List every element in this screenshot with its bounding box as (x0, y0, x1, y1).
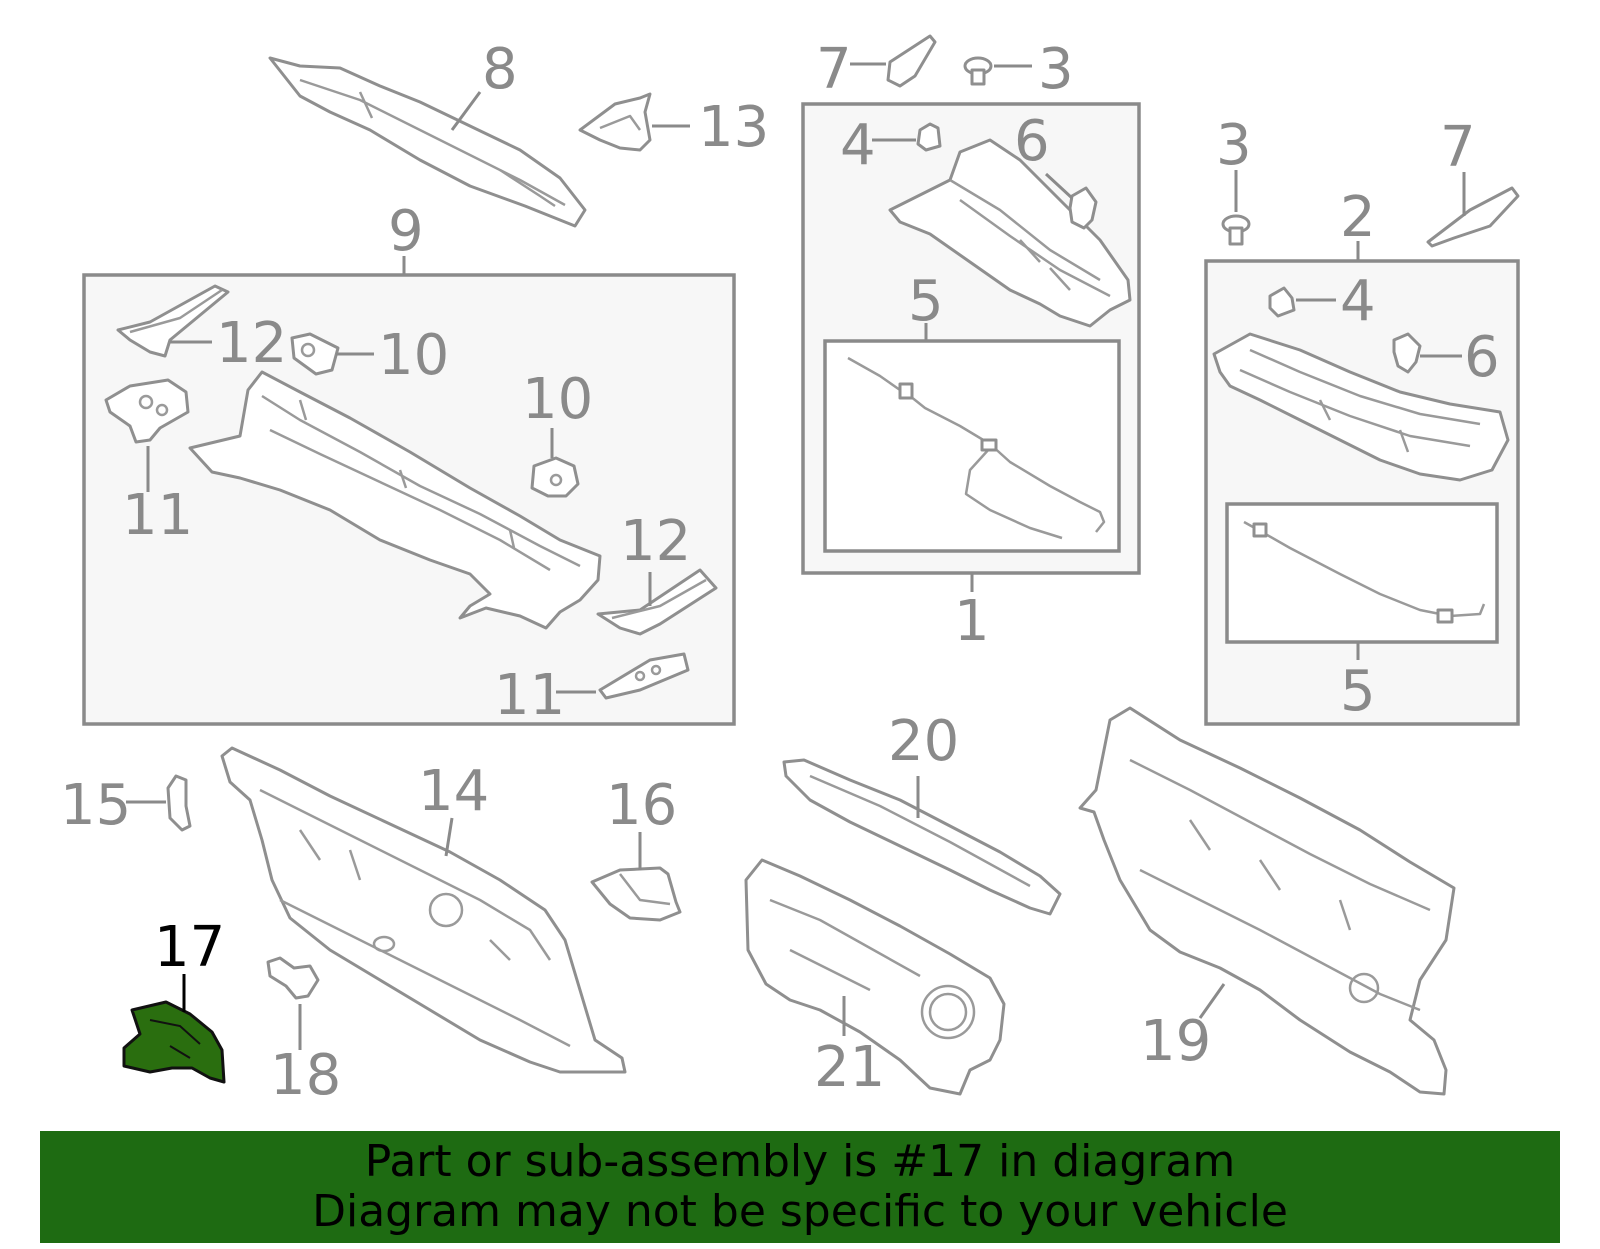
part-10-upper (290, 332, 340, 376)
part-11-lower (598, 652, 690, 700)
callout-13: 13 (698, 95, 769, 160)
callout-8: 8 (482, 37, 518, 102)
part-14 (220, 746, 627, 1074)
banner-line-1: Part or sub-assembly is #17 in diagram (364, 1136, 1236, 1187)
callout-2: 2 (1340, 185, 1376, 250)
part-11-upper (104, 378, 190, 444)
callout-10-lower: 10 (522, 367, 593, 432)
callout-6-box1: 6 (1014, 109, 1050, 174)
callout-4-box1: 4 (840, 113, 876, 178)
part-info-banner: Part or sub-assembly is #17 in diagram D… (40, 1131, 1560, 1243)
part-17[interactable] (122, 1000, 226, 1084)
part-21 (744, 858, 1006, 1096)
callout-18: 18 (270, 1043, 341, 1108)
callout-15: 15 (60, 773, 131, 838)
part-6-box1 (1068, 186, 1098, 230)
callout-12-lower: 12 (620, 509, 691, 574)
part-12-upper (116, 284, 230, 358)
part-16 (590, 866, 682, 922)
part-4-box1 (916, 122, 942, 152)
leader-19 (1198, 983, 1226, 1019)
callout-16: 16 (606, 773, 677, 838)
leader-14 (444, 817, 454, 857)
callout-17[interactable]: 17 (154, 915, 225, 980)
callout-19: 19 (1140, 1009, 1211, 1074)
callout-10-upper: 10 (378, 323, 449, 388)
callout-5-box1: 5 (908, 269, 944, 334)
part-3-right (1221, 214, 1251, 246)
callout-9: 9 (388, 199, 424, 264)
callout-7-top: 7 (816, 37, 852, 102)
part-6-box2 (1392, 332, 1422, 374)
part-19 (1078, 706, 1456, 1096)
part-cowl-9 (188, 370, 602, 630)
part-18 (266, 956, 320, 1000)
callout-21: 21 (814, 1035, 885, 1100)
callout-3-top: 3 (1038, 37, 1074, 102)
part-10-lower (530, 456, 580, 498)
part-hose-5-left (847, 356, 1106, 540)
leader-6a (1044, 172, 1074, 200)
callout-1: 1 (954, 589, 990, 654)
callout-20: 20 (888, 709, 959, 774)
part-7-right (1426, 186, 1520, 248)
part-4-box2 (1268, 286, 1296, 318)
part-3-top (963, 56, 993, 86)
leader-8 (450, 91, 482, 131)
callout-11-upper: 11 (122, 483, 193, 548)
callout-6-box2: 6 (1464, 325, 1500, 390)
callout-14: 14 (418, 759, 489, 824)
part-15 (166, 774, 192, 832)
callout-7-right: 7 (1440, 115, 1476, 180)
part-hose-5-right (1243, 520, 1486, 624)
sub-box-5-left (823, 339, 1121, 553)
part-20 (782, 758, 1062, 916)
part-cowl-box1 (888, 138, 1132, 328)
callout-3-right: 3 (1216, 113, 1252, 178)
banner-line-2: Diagram may not be specific to your vehi… (312, 1186, 1288, 1237)
part-cowl-box2 (1212, 332, 1510, 482)
part-8 (268, 56, 587, 228)
callout-11-lower: 11 (494, 663, 565, 728)
part-7-top (886, 34, 937, 88)
callout-12-upper: 12 (216, 311, 287, 376)
part-13 (578, 92, 652, 152)
callout-4-box2: 4 (1340, 269, 1376, 334)
callout-5-box2: 5 (1340, 659, 1376, 724)
